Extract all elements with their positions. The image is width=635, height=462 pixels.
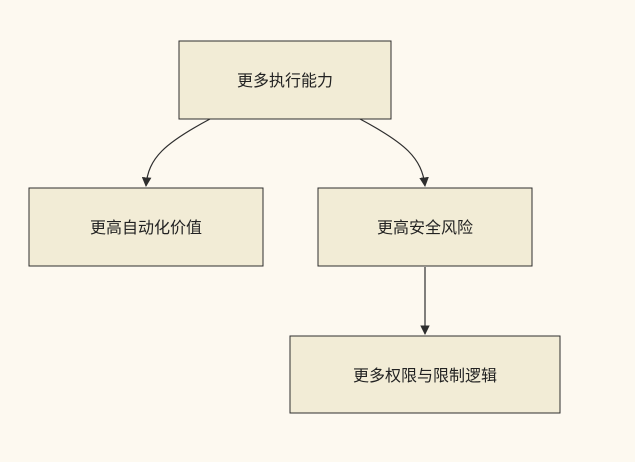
- node-permissions-label: 更多权限与限制逻辑: [353, 366, 497, 385]
- node-automation-label: 更高自动化价值: [90, 218, 202, 237]
- node-automation[interactable]: 更高自动化价值: [28, 187, 264, 267]
- node-root-label: 更多执行能力: [237, 71, 333, 90]
- node-risk[interactable]: 更高安全风险: [317, 187, 533, 267]
- node-permissions[interactable]: 更多权限与限制逻辑: [289, 335, 561, 414]
- edge-root-to-automation: [141, 118, 211, 187]
- node-risk-label: 更高安全风险: [377, 218, 473, 237]
- edge-root-to-risk: [359, 118, 429, 187]
- node-root[interactable]: 更多执行能力: [178, 40, 392, 120]
